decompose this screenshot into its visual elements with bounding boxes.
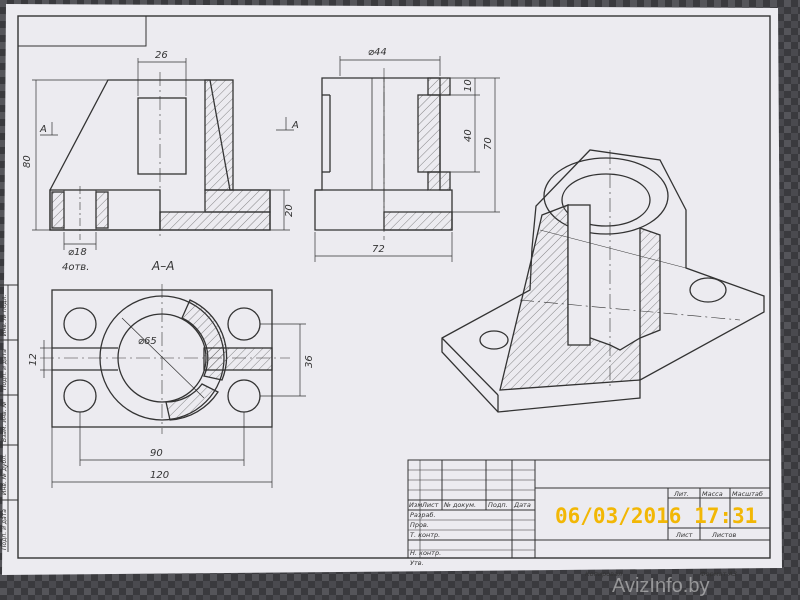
tb-lit: Лит. [673,490,689,498]
section-mark-right: А [291,120,299,131]
strip-label-5: Инв. № подл. [1,295,8,336]
watermark: AvizInfo.by [612,575,709,597]
dim-slot-width: 12 [28,353,39,366]
dim-plan-inner: 90 [150,448,163,459]
dim-hole-count: 4отв. [62,262,89,273]
date-stamp: 06/03/2016 17:31 [555,504,757,528]
side-view [314,68,453,240]
plan-dims [40,323,306,488]
tb-row-4: Утв. [410,559,424,567]
tb-row-3: Н. контр. [410,549,441,557]
dim-height-total: 80 [22,155,33,168]
tb-head-1: Лист [421,501,439,509]
section-title: А–А [151,259,174,273]
tb-format: Формат А3 [700,570,737,578]
dim-hole-dia: ⌀18 [68,247,87,258]
section-mark-left: А [39,124,47,135]
isometric-view [441,149,765,413]
front-view [49,72,271,240]
dim-base-height: 20 [284,204,295,217]
dim-plan-total: 120 [150,470,169,481]
tb-sheet: Лист [675,531,693,539]
dim-plan-height: 36 [304,355,315,368]
tb-copied: Копировал [585,570,622,578]
strip-label-2: Инв. № дубл. [1,454,8,495]
dim-top-width: 26 [155,50,168,61]
side-dims [314,56,500,262]
dim-side-h3: 70 [483,137,494,150]
tb-sheets: Листов [711,531,736,539]
tb-scale: Масштаб [732,490,763,498]
paper-sheet [2,4,782,575]
drawing-frame [17,15,771,559]
tb-row-1: Пров. [410,521,429,529]
dim-side-width: 72 [372,244,385,255]
dim-bore-dia: ⌀65 [138,336,157,347]
tb-head-2: № докум. [443,501,476,509]
strip-label-4: Подп. и дата [1,349,8,390]
dim-side-h2: 40 [463,129,474,142]
left-strip [0,284,18,552]
tb-row-0: Разраб. [410,511,436,519]
strip-label-3: Взам. инв. № [1,401,8,442]
tb-row-2: Т. контр. [410,531,440,539]
tb-mass: Масса [702,490,723,498]
top-left-box [17,15,147,47]
front-dims [32,58,294,250]
strip-label-1: Подп. и дата [1,509,8,550]
dim-side-dia: ⌀44 [368,47,387,58]
title-block [407,459,771,559]
tb-head-3: Подп. [488,501,508,509]
tb-head-0: Изм [409,501,422,509]
tb-head-4: Дата [513,501,531,509]
dim-side-h1: 10 [463,79,474,92]
